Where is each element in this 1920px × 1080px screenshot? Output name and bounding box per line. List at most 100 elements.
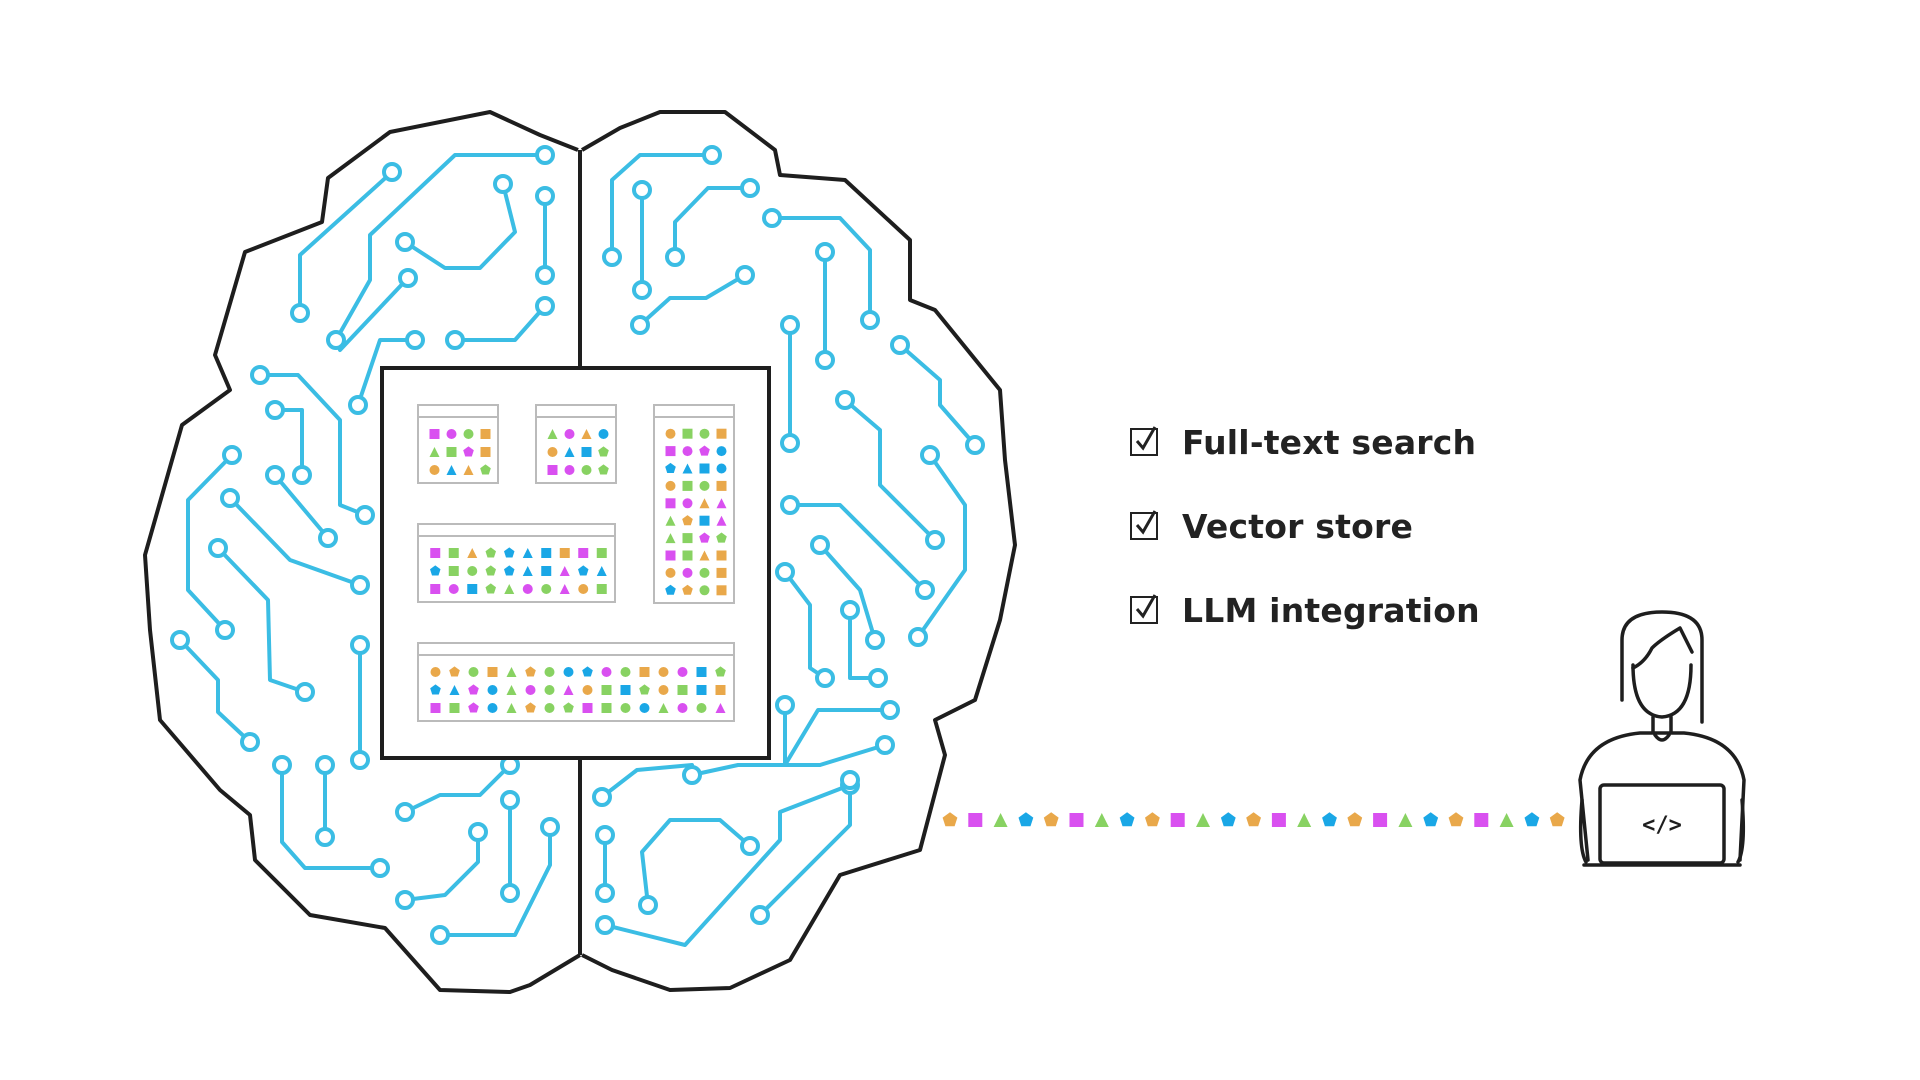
data-glyph: [468, 702, 479, 713]
data-glyph: [578, 548, 589, 558]
data-glyph: [430, 684, 441, 695]
data-glyph: [581, 429, 592, 439]
data-glyph: [522, 584, 533, 594]
data-glyph: [430, 703, 441, 713]
data-glyph: [1322, 812, 1337, 827]
data-glyph: [715, 685, 726, 695]
data-glyph: [449, 685, 460, 695]
data-glyph: [716, 480, 727, 491]
data-glyph: [699, 515, 710, 526]
data-glyph: [547, 447, 558, 457]
data-glyph: [639, 684, 650, 695]
data-glyph: [506, 685, 517, 695]
data-glyph: [658, 685, 669, 695]
data-glyph: [581, 447, 592, 457]
data-glyph: [547, 429, 558, 439]
feature-label: LLM integration: [1182, 590, 1480, 630]
data-glyph: [639, 667, 650, 677]
data-glyph: [506, 667, 517, 677]
data-glyph: [682, 446, 693, 457]
data-glyph: [448, 584, 459, 594]
data-glyph: [541, 548, 552, 558]
data-glyph: [1220, 812, 1236, 827]
data-glyph: [430, 584, 441, 594]
circuit-nodes: [170, 145, 985, 945]
data-glyph: [682, 550, 693, 561]
data-glyph: [429, 447, 440, 457]
data-glyph: [677, 667, 688, 677]
data-glyph: [665, 533, 676, 544]
data-glyph: [559, 584, 570, 594]
data-glyph: [968, 813, 983, 827]
feature-full-text-search: Full-text search: [1130, 400, 1480, 484]
data-glyph: [1448, 812, 1464, 827]
data-glyph: [699, 550, 710, 561]
data-glyph: [699, 585, 710, 596]
data-glyph: [504, 584, 515, 594]
data-glyph: [696, 667, 707, 677]
data-glyph: [578, 565, 589, 576]
data-glyph: [1119, 812, 1135, 827]
data-glyph: [468, 667, 479, 677]
checkmark-icon: [1130, 594, 1158, 624]
data-stream: [942, 812, 1565, 827]
data-glyph: [544, 667, 555, 677]
data-glyph: [582, 666, 593, 677]
data-glyph: [541, 566, 552, 576]
data-glyph: [682, 567, 693, 578]
data-glyph: [598, 446, 609, 457]
data-glyph: [1170, 813, 1185, 827]
data-glyph: [716, 428, 727, 439]
data-glyph: [1347, 812, 1363, 827]
data-glyph: [429, 429, 440, 439]
data-glyph: [598, 429, 609, 439]
data-glyph: [506, 703, 517, 713]
data-glyph: [993, 813, 1008, 827]
data-glyph: [485, 547, 496, 558]
data-glyph: [682, 533, 693, 544]
data-glyph: [559, 548, 570, 558]
data-glyph: [682, 428, 693, 439]
data-glyph: [463, 465, 474, 475]
checkmark-icon: [1130, 510, 1158, 540]
data-glyph: [448, 548, 459, 558]
data-glyph: [665, 446, 676, 457]
data-glyph: [582, 703, 593, 713]
data-glyph: [665, 567, 676, 578]
data-glyph: [448, 566, 459, 576]
data-glyph: [564, 429, 575, 439]
feature-checklist: Full-text search Vector store LLM integr…: [1130, 400, 1480, 652]
data-glyph: [639, 703, 650, 713]
data-glyph: [665, 515, 676, 526]
data-glyph: [525, 702, 536, 713]
data-glyph: [620, 667, 631, 677]
data-glyph: [467, 566, 478, 576]
data-glyph: [430, 548, 441, 558]
data-glyph: [682, 584, 693, 595]
data-glyph: [1297, 813, 1312, 827]
data-glyph: [581, 465, 592, 475]
data-glyph: [699, 532, 710, 543]
data-glyph: [699, 567, 710, 578]
data-glyph: [942, 812, 958, 827]
data-glyph: [1094, 813, 1109, 827]
data-glyph: [480, 429, 491, 439]
data-glyph: [582, 685, 593, 695]
data-glyph: [716, 498, 727, 509]
data-glyph: [430, 565, 441, 576]
feature-label: Full-text search: [1182, 422, 1477, 462]
data-glyph: [665, 428, 676, 439]
data-glyph: [601, 703, 612, 713]
data-glyph: [677, 685, 688, 695]
data-glyph: [522, 548, 533, 558]
data-glyph: [525, 685, 536, 695]
data-glyph: [715, 666, 726, 677]
data-glyph: [1246, 812, 1261, 827]
data-glyph: [480, 464, 491, 475]
data-glyph: [699, 463, 710, 474]
data-glyph: [1549, 812, 1565, 827]
data-glyph: [716, 550, 727, 561]
data-glyph: [665, 584, 676, 595]
data-glyph: [1398, 813, 1413, 827]
